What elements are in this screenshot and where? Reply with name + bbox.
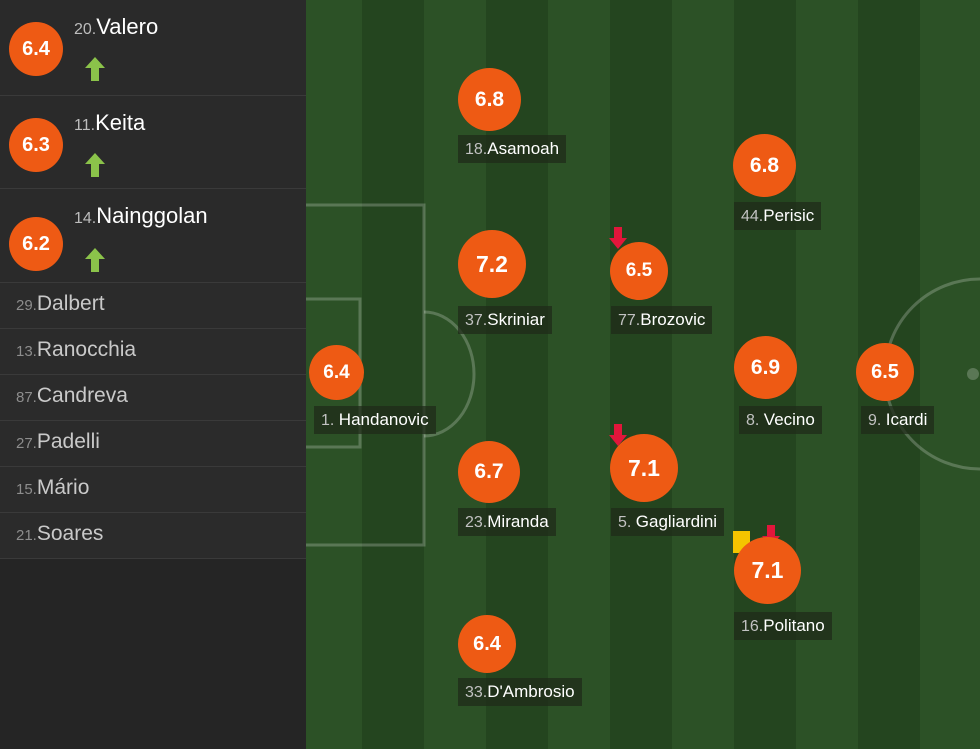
player-name-text: Miranda bbox=[487, 512, 549, 531]
bench-row-padelli[interactable]: 27.Padelli bbox=[0, 421, 306, 467]
player-name-text: Vecino bbox=[763, 410, 815, 429]
player-label-politano[interactable]: 16.Politano bbox=[734, 612, 832, 640]
rating-badge-gagliardini: 7.1 bbox=[610, 434, 678, 502]
player-label-perisic[interactable]: 44.Perisic bbox=[734, 202, 822, 230]
player-name-text: Keita bbox=[95, 110, 146, 135]
bench-player-name: 87.Candreva bbox=[16, 384, 128, 408]
pitch-stripe bbox=[920, 0, 980, 749]
player-number: 14. bbox=[74, 210, 97, 227]
player-label-icardi[interactable]: 9. Icardi bbox=[861, 406, 935, 434]
player-number: 9. bbox=[868, 412, 886, 429]
player-label-dambrosio[interactable]: 33.D'Ambrosio bbox=[458, 678, 582, 706]
player-number: 16. bbox=[741, 618, 764, 635]
pitch-stripe bbox=[362, 0, 424, 749]
player-name-text: Mário bbox=[36, 476, 90, 499]
player-name-text: Ranocchia bbox=[36, 338, 137, 361]
pitch-stripe bbox=[672, 0, 734, 749]
arrow-up-icon bbox=[85, 153, 105, 177]
player-label-asamoah[interactable]: 18.Asamoah bbox=[458, 135, 567, 163]
player-number: 77. bbox=[618, 312, 641, 329]
player-name-text: Asamoah bbox=[487, 139, 560, 158]
player-number: 1. bbox=[321, 412, 339, 429]
player-name: 11.Keita bbox=[74, 110, 145, 136]
player-name-text: Perisic bbox=[763, 206, 815, 225]
player-number: 87. bbox=[16, 389, 37, 406]
player-name: 20.Valero bbox=[74, 14, 158, 40]
player-number: 23. bbox=[465, 514, 488, 531]
bench-player-name: 15.Mário bbox=[16, 476, 89, 500]
player-name-text: Padelli bbox=[36, 430, 100, 453]
player-number: 27. bbox=[16, 435, 37, 452]
player-name-text: Skriniar bbox=[487, 310, 545, 329]
player-name-text: Valero bbox=[96, 14, 159, 39]
player-number: 8. bbox=[746, 412, 764, 429]
bench-player-name: 27.Padelli bbox=[16, 430, 100, 454]
bench-row-soares[interactable]: 21.Soares bbox=[0, 513, 306, 559]
bench-row-ranocchia[interactable]: 13.Ranocchia bbox=[0, 329, 306, 375]
pitch-stripe bbox=[610, 0, 672, 749]
bench-player-name: 13.Ranocchia bbox=[16, 338, 136, 362]
player-name-text: D'Ambrosio bbox=[487, 682, 575, 701]
substitutes-panel: 6.4 20.Valero 6.3 11.Keita 6.2 14.Naingg… bbox=[0, 0, 306, 749]
player-name: 14.Nainggolan bbox=[74, 203, 208, 229]
player-number: 18. bbox=[465, 141, 488, 158]
player-label-brozovic[interactable]: 77.Brozovic bbox=[611, 306, 713, 334]
player-number: 29. bbox=[16, 297, 37, 314]
bench-row-dalbert[interactable]: 29.Dalbert bbox=[0, 283, 306, 329]
player-name-text: Nainggolan bbox=[96, 203, 208, 228]
player-number: 20. bbox=[74, 21, 97, 38]
player-name-text: Soares bbox=[36, 522, 104, 545]
rating-badge-perisic: 6.8 bbox=[733, 134, 796, 197]
rating-badge: 6.2 bbox=[9, 217, 63, 271]
substitute-row-keita[interactable]: 6.3 11.Keita bbox=[0, 96, 306, 189]
rating-badge-handanovic: 6.4 bbox=[309, 345, 364, 400]
rating-badge-skriniar: 7.2 bbox=[458, 230, 526, 298]
bench-row-mario[interactable]: 15.Mário bbox=[0, 467, 306, 513]
substitute-row-nainggolan[interactable]: 6.2 14.Nainggolan bbox=[0, 189, 306, 283]
player-label-vecino[interactable]: 8. Vecino bbox=[739, 406, 822, 434]
player-label-skriniar[interactable]: 37.Skriniar bbox=[458, 306, 552, 334]
rating-badge-miranda: 6.7 bbox=[458, 441, 520, 503]
player-number: 33. bbox=[465, 684, 488, 701]
rating-badge-dambrosio: 6.4 bbox=[458, 615, 516, 673]
bench-player-name: 21.Soares bbox=[16, 522, 103, 546]
player-name-text: Dalbert bbox=[36, 292, 105, 315]
player-name-text: Gagliardini bbox=[635, 512, 718, 531]
rating-badge: 6.4 bbox=[9, 22, 63, 76]
arrow-up-icon bbox=[85, 248, 105, 272]
bench-player-name: 29.Dalbert bbox=[16, 292, 105, 316]
rating-badge: 6.3 bbox=[9, 118, 63, 172]
player-label-gagliardini[interactable]: 5. Gagliardini bbox=[611, 508, 725, 536]
substitute-row-valero[interactable]: 6.4 20.Valero bbox=[0, 0, 306, 96]
player-name-text: Handanovic bbox=[338, 410, 429, 429]
player-number: 11. bbox=[74, 117, 96, 134]
player-name-text: Candreva bbox=[36, 384, 128, 407]
rating-badge-icardi: 6.5 bbox=[856, 343, 914, 401]
pitch: 6.4 1. Handanovic 6.8 18.Asamoah 7.2 37.… bbox=[306, 0, 980, 749]
rating-badge-brozovic: 6.5 bbox=[610, 242, 668, 300]
player-number: 44. bbox=[741, 208, 764, 225]
player-number: 37. bbox=[465, 312, 488, 329]
player-number: 15. bbox=[16, 481, 37, 498]
player-label-handanovic[interactable]: 1. Handanovic bbox=[314, 406, 436, 434]
player-number: 5. bbox=[618, 514, 636, 531]
rating-badge-vecino: 6.9 bbox=[734, 336, 797, 399]
player-number: 21. bbox=[16, 527, 37, 544]
rating-badge-politano: 7.1 bbox=[734, 537, 801, 604]
pitch-stripe bbox=[548, 0, 610, 749]
bench-row-candreva[interactable]: 87.Candreva bbox=[0, 375, 306, 421]
arrow-down-icon bbox=[609, 227, 627, 249]
player-name-text: Brozovic bbox=[640, 310, 706, 329]
arrow-up-icon bbox=[85, 57, 105, 81]
rating-badge-asamoah: 6.8 bbox=[458, 68, 521, 131]
player-number: 13. bbox=[16, 343, 37, 360]
player-name-text: Politano bbox=[763, 616, 825, 635]
player-name-text: Icardi bbox=[885, 410, 928, 429]
player-label-miranda[interactable]: 23.Miranda bbox=[458, 508, 556, 536]
